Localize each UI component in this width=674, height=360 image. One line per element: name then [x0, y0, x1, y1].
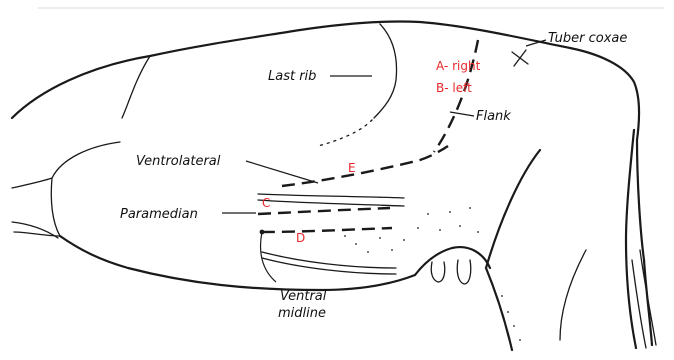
rectus-contour-upper: [258, 194, 404, 198]
hind-leg-front: [486, 150, 540, 268]
paramedian-incision-line: [258, 208, 390, 214]
flank-incision-line: [434, 40, 478, 152]
last-rib-line: [374, 24, 397, 118]
ventral-midline-label-line1: Ventral: [280, 289, 327, 304]
tuber-coxae-label: Tuber coxae: [548, 31, 627, 46]
annotation-d: D: [296, 231, 305, 245]
ventral-midline-leader: [261, 232, 276, 282]
belly-outline: [60, 236, 415, 290]
last-rib-label: Last rib: [268, 69, 316, 84]
stifle-contour: [560, 250, 586, 340]
annotation-e: E: [348, 161, 356, 175]
shoulder-fold: [122, 56, 150, 118]
teat-2: [457, 260, 471, 284]
rectus-contour-lower: [258, 200, 404, 206]
ventrolateral-leader: [246, 161, 318, 183]
last-rib-dotted: [318, 120, 372, 146]
ventral-midline-incision-line: [262, 228, 392, 232]
tuber-coxae-marker: [512, 50, 528, 66]
tail-outline: [626, 130, 636, 348]
teat-1: [431, 262, 445, 282]
flank-label: Flank: [476, 109, 511, 124]
hind-leg-lower: [486, 268, 512, 350]
annotation-a-right: A- right: [436, 59, 481, 73]
ventrolateral-label: Ventrolateral: [136, 154, 221, 169]
annotation-c: C: [262, 196, 270, 210]
midline-entry-dot: [260, 230, 265, 235]
annotation-b-left: B- left: [436, 81, 472, 95]
flank-leader: [450, 112, 474, 116]
hindquarter-contour: [637, 140, 652, 345]
ventral-midline-label-line2: midline: [278, 306, 326, 321]
neck-outline: [12, 142, 120, 188]
milk-vein-lower: [262, 258, 396, 274]
body-outline: [12, 21, 639, 140]
milk-vein-upper: [262, 252, 396, 268]
udder-outline: [415, 247, 490, 275]
paramedian-label: Paramedian: [120, 207, 198, 222]
